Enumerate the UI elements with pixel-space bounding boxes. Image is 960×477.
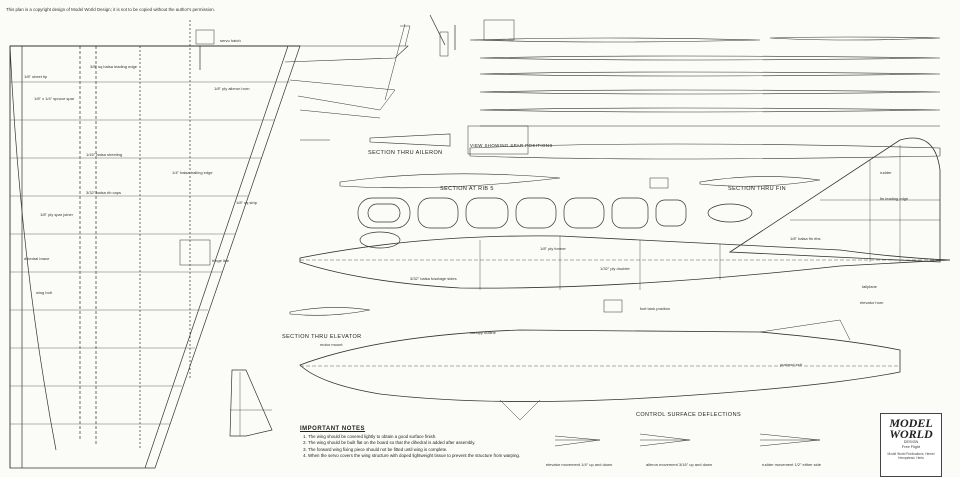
wing-outline — [9, 45, 301, 469]
label-pushrod: pushrod exit — [780, 362, 802, 367]
logo-line-2: WORLD — [889, 427, 933, 441]
logo-sub-1: DESIGN — [903, 440, 919, 444]
label-wing-spar: 1/8" x 1/4" spruce spar — [34, 96, 75, 101]
notes-title: IMPORTANT NOTES — [300, 426, 366, 432]
tailplane-small — [229, 369, 273, 437]
copyright-notice: This plan is a copyright design of Model… — [6, 7, 215, 12]
rib-sections — [357, 197, 753, 249]
wing-section — [339, 173, 561, 189]
label-tank: fuel tank position — [640, 306, 671, 311]
label-rib-cap: 3/32" balsa rib caps — [86, 190, 121, 195]
elevator-section — [289, 307, 371, 316]
section-deflections-title: CONTROL SURFACE DEFLECTIONS — [636, 412, 742, 418]
label-elevator-horn: elevator horn — [860, 300, 884, 305]
fuselage-side — [299, 329, 901, 402]
wing-trailing-edge — [144, 45, 300, 469]
important-notes: IMPORTANT NOTES The wing should be cover… — [300, 426, 540, 460]
label-rudder: rudder — [880, 170, 892, 175]
fin-outline — [728, 137, 941, 263]
note-item-2: The wing should be built flat on the boa… — [308, 440, 540, 447]
label-deflection-elevator: elevator movement 1/4" up and down — [546, 462, 613, 467]
label-canopy: canopy outline — [470, 330, 496, 335]
logo-address: Model World Publications, Hemel Hempstea… — [887, 452, 935, 460]
section-fin-title: SECTION THRU FIN — [728, 186, 786, 192]
label-wing-sheet: 1/16" balsa sheeting — [86, 152, 123, 157]
label-motor: motor mount — [320, 342, 343, 347]
section-elevator-title: SECTION THRU ELEVATOR — [282, 334, 362, 340]
label-trailing-edge: 1/4" balsa trailing edge — [172, 170, 213, 175]
note-item-1: The wing should be covered lightly to ob… — [308, 434, 540, 441]
label-servo-hatch: servo hatch — [220, 38, 241, 43]
label-tailplane: tailplane — [862, 284, 877, 289]
label-deflection-rudder: rudder movement 1/2" either side — [762, 462, 822, 467]
label-hinge-line: hinge line — [212, 258, 230, 263]
note-item-3: The forward wing fixing piece should not… — [308, 447, 540, 454]
section-aileron-title: SECTION THRU AILERON — [368, 150, 443, 156]
logo-sub-2: Free Flight — [901, 445, 921, 449]
wing-ribs — [10, 81, 290, 425]
label-spar-joiner: 1/8" ply spar joiner — [40, 212, 73, 217]
notes-list: The wing should be covered lightly to ob… — [300, 434, 540, 460]
spar-strips — [469, 36, 941, 160]
logo-line-1: MODEL — [889, 416, 933, 430]
label-wing-bolt: wing bolt — [36, 290, 52, 295]
label-wing-le: 3/8" sq balsa leading edge — [90, 64, 138, 69]
label-fuselage-side: 3/32" balsa fuselage sides — [410, 276, 457, 281]
label-ply-doubler: 1/32" ply doubler — [600, 266, 630, 271]
label-strip: 1/8" sq strip — [236, 200, 257, 205]
label-deflection-aileron: aileron movement 3/16" up and down — [646, 462, 713, 467]
label-dihedral: dihedral brace — [24, 256, 50, 261]
label-former: 1/8" ply former — [540, 246, 566, 251]
section-ribs-title: SECTION AT RIB 5 — [440, 186, 494, 192]
label-fin-rib: 1/8" balsa fin ribs — [790, 236, 821, 241]
aileron-section — [369, 133, 451, 147]
label-aileron-horn: 1/8" ply aileron horn — [214, 86, 250, 91]
wing-tip-cap — [9, 45, 57, 451]
label-fin-le: fin leading edge — [880, 196, 909, 201]
model-world-logo: MODEL WORLD DESIGN Free Flight Model Wor… — [880, 413, 942, 477]
deflection-diagrams — [554, 433, 821, 447]
label-wing-tip: 1/8" sheet tip — [24, 74, 48, 79]
fuselage-top — [299, 235, 951, 289]
section-spar-view-title: VIEW SHOWING SPAR POSITIONS — [470, 143, 553, 148]
wing-root-strip — [9, 46, 23, 468]
fin-section — [699, 176, 821, 187]
note-item-4: When the servo covers the wing structure… — [308, 453, 540, 460]
